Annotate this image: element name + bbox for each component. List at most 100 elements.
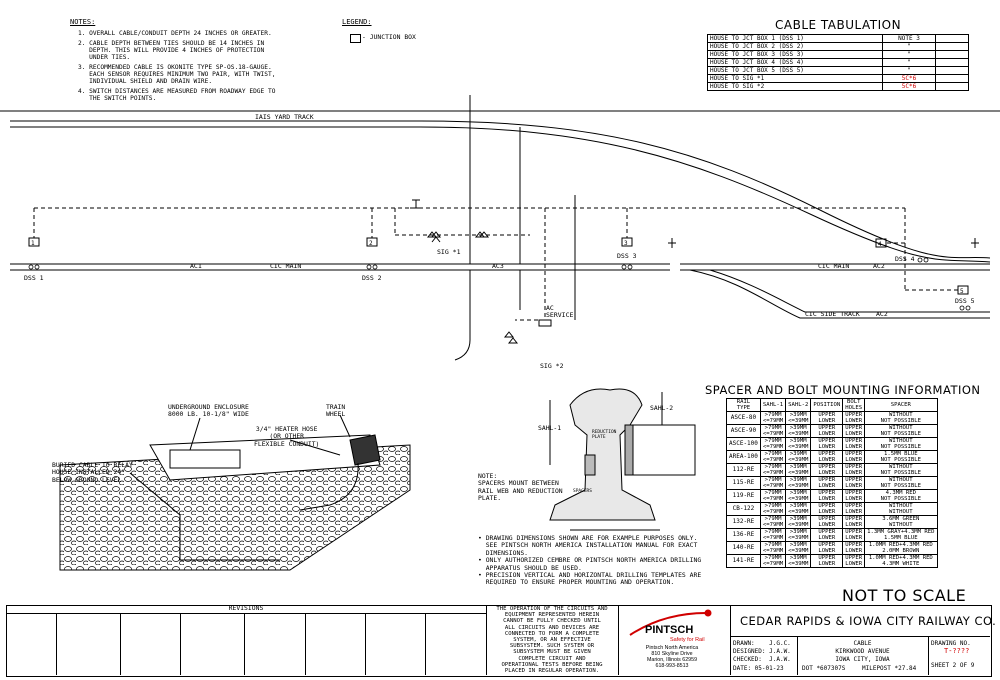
- spacer-cell: ASCE-80: [726, 411, 761, 425]
- spacer-cell: 1.0MM RED+4.3MM RED 4.3MM WHITE: [864, 554, 938, 568]
- notes-title: NOTES:: [70, 18, 96, 26]
- location-city: IOWA CITY, IOWA: [835, 656, 890, 663]
- spacer-cell: 141-RE: [726, 554, 761, 568]
- spacer-header-cell: BOLT HOLES: [842, 398, 866, 412]
- designed-by: DESIGNED: J.A.W.: [733, 648, 791, 655]
- dss-sensor: [372, 264, 378, 270]
- leader-line: [189, 417, 201, 451]
- spacer-cell: WITHOUT NOT POSSIBLE: [864, 411, 938, 425]
- divider: [425, 614, 426, 675]
- spacer-cell: 140-RE: [726, 541, 761, 555]
- spacer-cell: UPPER LOWER: [842, 411, 866, 425]
- spacer-cell: >39MM <=39MM: [785, 437, 812, 451]
- spacer-cell: UPPER LOWER: [810, 528, 844, 542]
- junction-box-3: [621, 237, 633, 247]
- spacer-cell: UPPER LOWER: [810, 489, 844, 503]
- disclaimer-text: THE OPERATION OF THE CIRCUITS AND EQUIPM…: [496, 606, 608, 675]
- sahl1-label: SAHL-1: [538, 424, 562, 432]
- label-ac1: AC1: [190, 262, 202, 270]
- junction-box-2: [366, 237, 378, 247]
- logo-name: PINTSCH: [645, 624, 694, 636]
- spacer-cell: WITHOUT NOT POSSIBLE: [864, 424, 938, 438]
- spacer-cell: 1.5MM BLUE NOT POSSIBLE: [864, 450, 938, 464]
- train-wheel-label: TRAIN WHEEL: [326, 403, 346, 419]
- spacer-cell: ASCE-100: [726, 437, 761, 451]
- label-box5: 5: [960, 288, 964, 295]
- leader-line: [339, 414, 351, 438]
- buried-cable-label: BURIED CABLE TO RELAY HOUSE INSTALLED 24…: [52, 461, 133, 484]
- sahl2-label: SAHL-2: [650, 404, 674, 412]
- spacer-cell: 119-RE: [726, 489, 761, 503]
- spacer-cell: UPPER LOWER: [810, 554, 844, 568]
- spacer-cell: >79MM <=79MM: [759, 541, 787, 555]
- buried-cable-detail: [59, 414, 411, 571]
- spacer-cell: >39MM <=39MM: [785, 450, 812, 464]
- rail-mounting-detail: [549, 388, 696, 531]
- pintsch-logo: [629, 609, 712, 636]
- spacer-cell: >39MM <=39MM: [785, 528, 812, 542]
- divider: [305, 614, 306, 675]
- reduction-plate-label: REDUCTION PLATE: [592, 430, 617, 440]
- spacer-cell: WITHOUT NOT POSSIBLE: [864, 476, 938, 490]
- bullet-item: • ONLY AUTHORIZED CEMBRE OR PINTSCH NORT…: [478, 556, 702, 572]
- spacer-cell: 115-RE: [726, 476, 761, 490]
- company-address: Pintsch North America 810 Skyline Drive …: [645, 645, 699, 669]
- notes-block: NOTES:: [70, 18, 95, 26]
- spacer-header-cell: RAIL TYPE: [726, 398, 761, 412]
- notes-list: 1. OVERALL CABLE/CONDUIT DEPTH 24 INCHES…: [78, 30, 328, 102]
- track-plan-diagram: IAIS YARD TRACK AC1 CIC MAIN AC3 CIC MAI…: [0, 95, 1000, 370]
- dss-sensor: [917, 257, 923, 263]
- spacer-header-cell: POSITION: [810, 398, 844, 412]
- spacer-cell: >39MM <=39MM: [785, 502, 812, 516]
- spacers: [584, 454, 596, 476]
- leader-line: [129, 472, 181, 516]
- spacer-cell: UPPER LOWER: [842, 463, 866, 477]
- divider: [56, 614, 57, 675]
- spacer-cell: 4.3MM RED NOT POSSIBLE: [864, 489, 938, 503]
- spacer-cell: 132-RE: [726, 515, 761, 529]
- heater-hose: [299, 462, 359, 511]
- spacer-cell: 136-RE: [726, 528, 761, 542]
- label-ac2-side: AC2: [876, 310, 888, 318]
- spacer-cell: >39MM <=39MM: [785, 541, 812, 555]
- spacer-cell: >79MM <=79MM: [759, 502, 787, 516]
- drawing-bullets: • DRAWING DIMENSIONS SHOWN ARE FOR EXAMP…: [478, 534, 718, 587]
- underground-enclosure: [169, 449, 241, 469]
- divider: [120, 614, 121, 675]
- spacers-label: SPACERS: [573, 489, 592, 494]
- note-item: 2. CABLE DEPTH BETWEEN TIES SHOULD BE 14…: [78, 40, 265, 61]
- bullet-item: • DRAWING DIMENSIONS SHOWN ARE FOR EXAMP…: [478, 534, 698, 557]
- junction-box-5: [957, 285, 969, 295]
- spacer-cell: >39MM <=39MM: [785, 411, 812, 425]
- legend-junction-box: - JUNCTION BOX: [362, 33, 416, 41]
- spacer-cell: >39MM <=39MM: [785, 515, 812, 529]
- dot-number: DOT *607307S: [802, 665, 846, 672]
- spacers-note: NOTE: SPACERS MOUNT BETWEEN RAIL WEB AND…: [478, 472, 563, 503]
- spacer-cell: >39MM <=39MM: [785, 554, 812, 568]
- label-sig2: SIG *2: [540, 362, 564, 370]
- spacer-cell: UPPER LOWER: [842, 489, 866, 503]
- revisions-header: REVISIONS: [6, 604, 486, 614]
- drawn-by: DRAWN: J.G.C.: [733, 640, 791, 647]
- label-dss4: DSS 4: [895, 255, 915, 263]
- spacer-cell: UPPER LOWER: [842, 515, 866, 529]
- spacer-cell: WITHOUT NOT POSSIBLE: [864, 463, 938, 477]
- spacer-cell: >79MM <=79MM: [759, 515, 787, 529]
- legend-title: LEGEND:: [342, 18, 372, 26]
- title-block: [6, 605, 992, 677]
- spacer-cell: >79MM <=79MM: [759, 528, 787, 542]
- switch-marker: [668, 238, 676, 248]
- cable-blank: [935, 82, 969, 91]
- spacer-cell: UPPER LOWER: [842, 541, 866, 555]
- spacer-cell: >79MM <=79MM: [759, 476, 787, 490]
- spacer-cell: UPPER LOWER: [842, 502, 866, 516]
- spacer-cell: UPPER LOWER: [842, 528, 866, 542]
